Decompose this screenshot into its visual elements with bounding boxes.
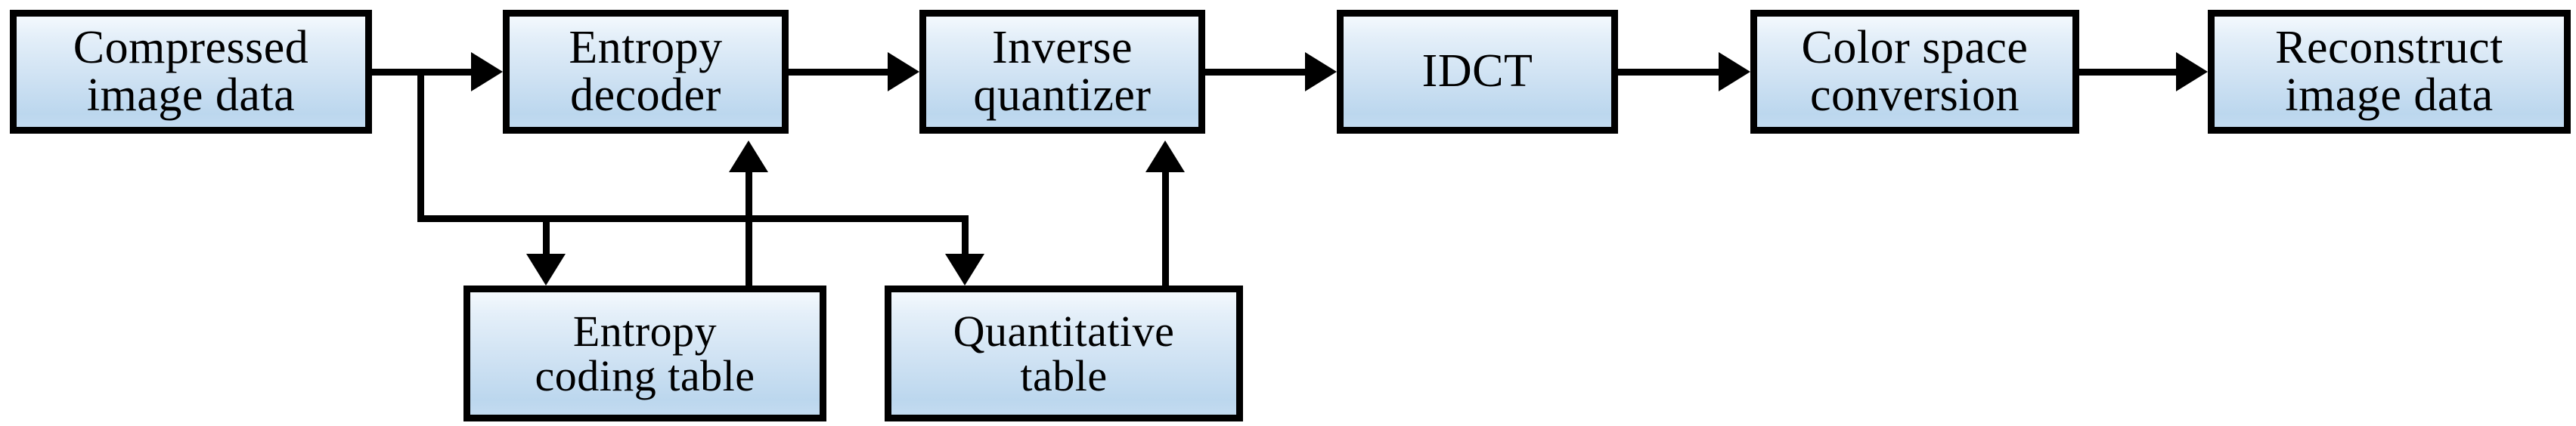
node-label-line: conversion xyxy=(1809,69,2020,121)
edge-color-space-conversion-to-reconstruct-line xyxy=(2079,69,2179,76)
edge-entropy-decoder-to-inverse-quantizer-line xyxy=(789,69,891,76)
node-label-line: image data xyxy=(2285,69,2494,121)
node-label-line: coding table xyxy=(535,351,755,400)
node-label-line: Inverse xyxy=(992,21,1133,73)
edge-inverse-quantizer-to-idct-line xyxy=(1205,69,1308,76)
node-inverse-quantizer[interactable]: Inverse quantizer xyxy=(919,10,1205,134)
node-entropy-coding-table[interactable]: Entropy coding table xyxy=(463,286,826,421)
edge-branch-bus-line xyxy=(417,215,969,222)
edge-color-space-conversion-to-reconstruct-arrowhead xyxy=(2176,52,2208,91)
node-label-line: Entropy xyxy=(569,21,723,73)
node-label-line: decoder xyxy=(570,69,721,121)
node-label-line: Color space xyxy=(1801,21,2029,73)
node-label-line: Quantitative xyxy=(953,306,1175,356)
node-label-line: image data xyxy=(86,69,296,121)
edge-entropy-coding-table-to-entropy-decoder-line xyxy=(746,172,752,286)
node-compressed-image-data[interactable]: Compressed image data xyxy=(10,10,372,134)
node-label-line: Compressed xyxy=(73,21,309,73)
edge-compressed-to-entropy-decoder-arrowhead xyxy=(471,52,503,91)
edge-idct-to-color-space-conversion-line xyxy=(1618,69,1722,76)
node-entropy-decoder[interactable]: Entropy decoder xyxy=(503,10,789,134)
edge-entropy-decoder-to-inverse-quantizer-arrowhead xyxy=(888,52,919,91)
edge-branch-to-entropy-coding-table-line xyxy=(543,215,550,258)
node-idct[interactable]: IDCT xyxy=(1337,10,1618,134)
edge-quantitative-table-to-inverse-quantizer-line xyxy=(1162,172,1169,286)
edge-branch-to-quantitative-table-line xyxy=(962,215,969,258)
node-reconstruct-image-data[interactable]: Reconstruct image data xyxy=(2208,10,2571,134)
node-label-line: table xyxy=(1020,351,1108,400)
edge-inverse-quantizer-to-idct-arrowhead xyxy=(1305,52,1337,91)
node-label-line: quantizer xyxy=(973,69,1152,121)
edge-idct-to-color-space-conversion-arrowhead xyxy=(1719,52,1750,91)
node-quantitative-table[interactable]: Quantitative table xyxy=(885,286,1243,421)
edge-quantitative-table-to-inverse-quantizer-arrowhead xyxy=(1145,140,1185,172)
edge-branch-dropline xyxy=(417,69,424,221)
node-label-line: Reconstruct xyxy=(2275,21,2503,73)
edge-entropy-coding-table-to-entropy-decoder-arrowhead xyxy=(729,140,768,172)
edge-branch-to-entropy-coding-table-arrowhead xyxy=(526,254,566,286)
node-color-space-conversion[interactable]: Color space conversion xyxy=(1750,10,2079,134)
node-label-line: IDCT xyxy=(1421,45,1533,97)
node-label-line: Entropy xyxy=(572,306,718,356)
edge-branch-to-quantitative-table-arrowhead xyxy=(945,254,984,286)
